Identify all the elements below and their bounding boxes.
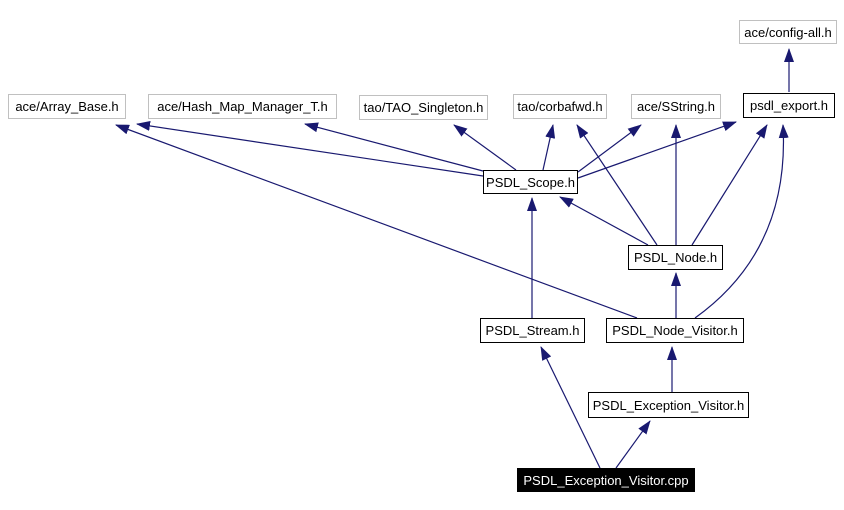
edge-cpp-to-stream (540, 346, 601, 469)
edge-node-to-corbafwd (576, 124, 658, 246)
edge-node-visitor-to-array-base (115, 124, 638, 319)
node-tao-singleton[interactable]: tao/TAO_Singleton.h (359, 95, 488, 120)
edge-scope-to-corbafwd (542, 124, 556, 171)
node-psdl-node[interactable]: PSDL_Node.h (628, 245, 723, 270)
edge-node-visitor-to-psdl-export (694, 124, 789, 319)
edge-scope-to-sstring (577, 124, 642, 173)
edge-cpp-to-exception-visitor-h (615, 420, 651, 469)
node-psdl-node-visitor[interactable]: PSDL_Node_Visitor.h (606, 318, 744, 343)
edge-scope-to-array-base (136, 120, 484, 177)
node-psdl-exception-visitor-h[interactable]: PSDL_Exception_Visitor.h (588, 392, 749, 418)
edge-node-to-psdl-export (691, 124, 768, 246)
node-ace-config-all[interactable]: ace/config-all.h (739, 20, 837, 44)
edge-scope-to-psdl-export (577, 121, 737, 179)
edge-scope-to-hash-map (304, 122, 484, 172)
node-psdl-export[interactable]: psdl_export.h (743, 93, 835, 118)
node-ace-hash-map-manager[interactable]: ace/Hash_Map_Manager_T.h (148, 94, 337, 119)
node-ace-sstring[interactable]: ace/SString.h (631, 94, 721, 119)
edge-node-to-scope (559, 196, 649, 246)
node-psdl-stream[interactable]: PSDL_Stream.h (480, 318, 585, 343)
edge-scope-to-tao-singleton (453, 124, 517, 171)
node-tao-corbafwd[interactable]: tao/corbafwd.h (513, 94, 607, 119)
node-psdl-exception-visitor-cpp: PSDL_Exception_Visitor.cpp (517, 468, 695, 492)
node-psdl-scope[interactable]: PSDL_Scope.h (483, 170, 578, 194)
node-ace-array-base[interactable]: ace/Array_Base.h (8, 94, 126, 119)
